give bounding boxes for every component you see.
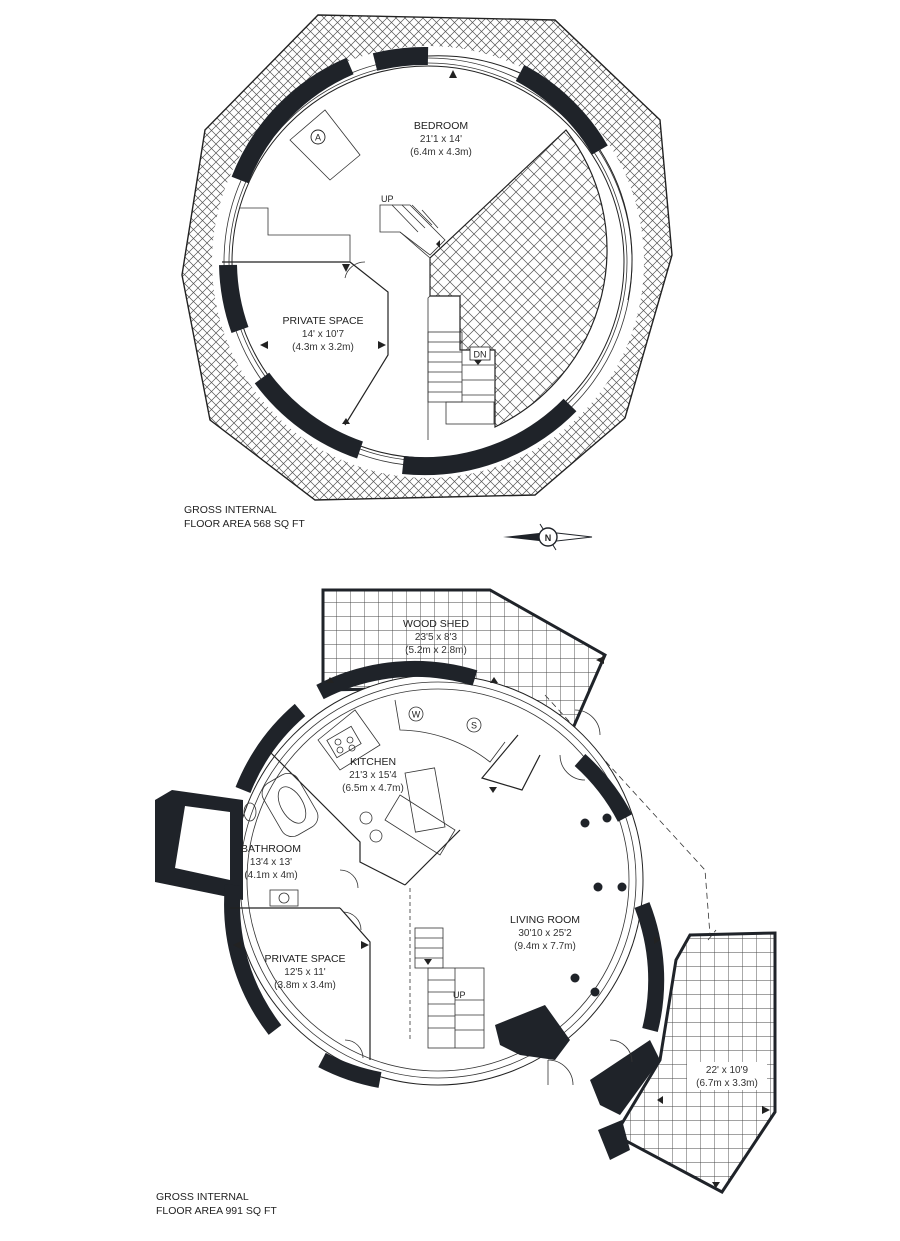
ground-wall-segments <box>224 660 665 1088</box>
washer-label: W <box>412 710 421 720</box>
entrance-wall-block <box>495 1005 570 1060</box>
upper-floor-plan: A UP DN BEDROOM 21'1 x 14' (6.4m x 4.3m)… <box>181 14 673 501</box>
bedroom-size-metric: (6.4m x 4.3m) <box>410 147 472 158</box>
upper-private-space-size-imperial: 14' x 10'7 <box>302 329 345 340</box>
ground-private-space-name: PRIVATE SPACE <box>264 953 345 965</box>
ground-stair-up-label: UP <box>453 990 466 1000</box>
open-void-area <box>429 129 608 428</box>
sink-label: S <box>471 721 477 731</box>
ground-gross-area-line2: FLOOR AREA 991 SQ FT <box>156 1205 277 1217</box>
terrace-size-imperial: 22' x 10'9 <box>706 1065 749 1076</box>
bathroom-name: BATHROOM <box>241 843 301 855</box>
wood-shed-size-metric: (5.2m x 2.8m) <box>405 645 467 656</box>
living-room-size-metric: (9.4m x 7.7m) <box>514 941 576 952</box>
appliance-a-label: A <box>315 133 321 143</box>
north-compass-icon: N <box>503 523 593 551</box>
ground-gross-area-line1: GROSS INTERNAL <box>156 1191 249 1203</box>
bathroom-size-metric: (4.1m x 4m) <box>244 870 297 881</box>
upper-gross-area-line1: GROSS INTERNAL <box>184 504 277 516</box>
ground-private-space-size-imperial: 12'5 x 11' <box>284 967 326 978</box>
bathroom-size-imperial: 13'4 x 13' <box>250 857 292 868</box>
living-room-name: LIVING ROOM <box>510 914 580 926</box>
upper-wall-segments <box>219 46 608 476</box>
kitchen-name: KITCHEN <box>350 756 396 768</box>
upper-private-space-size-metric: (4.3m x 3.2m) <box>292 342 354 353</box>
terrace-size-metric: (6.7m x 3.3m) <box>696 1078 758 1089</box>
bedroom-name: BEDROOM <box>414 120 468 132</box>
upper-stair-up-label: UP <box>381 194 394 204</box>
upper-gross-area-line2: FLOOR AREA 568 SQ FT <box>184 518 305 530</box>
bedroom-size-imperial: 21'1 x 14' <box>420 134 462 145</box>
kitchen-size-imperial: 21'3 x 15'4 <box>349 770 397 781</box>
compass-letter: N <box>545 533 552 543</box>
upper-private-space-name: PRIVATE SPACE <box>282 315 363 327</box>
upper-stair-dn-label: DN <box>474 350 487 360</box>
kitchen-size-metric: (6.5m x 4.7m) <box>342 783 404 794</box>
support-posts <box>570 813 627 997</box>
wood-shed-name: WOOD SHED <box>403 618 469 630</box>
ground-floor-plan: W S <box>155 588 777 1194</box>
living-room-size-imperial: 30'10 x 25'2 <box>518 928 572 939</box>
ground-private-space-size-metric: (3.8m x 3.4m) <box>274 980 336 991</box>
wood-shed-size-imperial: 23'5 x 8'3 <box>415 632 458 643</box>
appliance-a-icon <box>310 129 326 145</box>
